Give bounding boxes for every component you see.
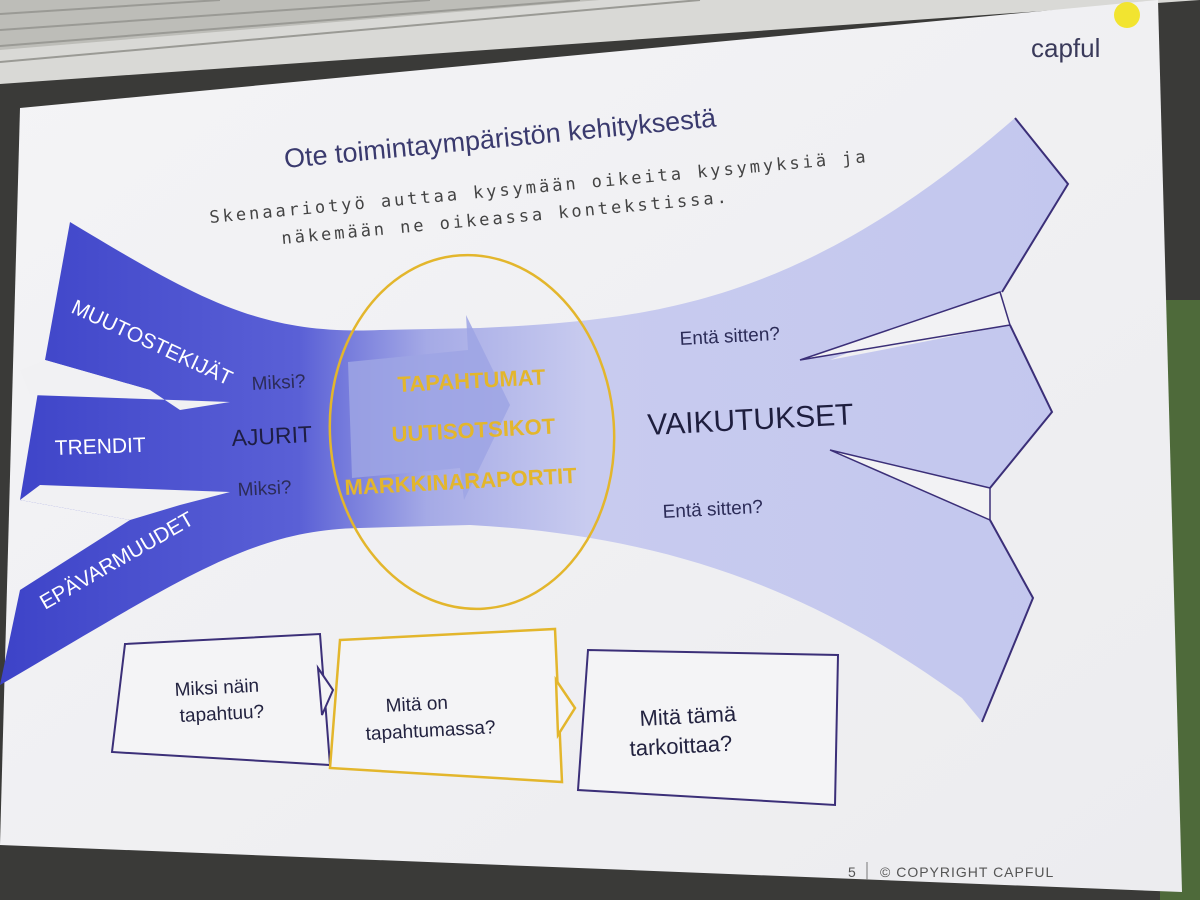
question-box-3: Mitä tämä tarkoittaa? bbox=[576, 648, 840, 807]
ceiling bbox=[0, 0, 1200, 84]
box-3-line-1: Mitä tämä bbox=[639, 701, 738, 731]
output-arrow-outlines bbox=[981, 117, 1070, 723]
ceiling-slats bbox=[0, 0, 701, 63]
label-miksi-bottom: Miksi? bbox=[237, 477, 292, 501]
copyright-text: © COPYRIGHT CAPFUL bbox=[880, 864, 1054, 880]
scenario-funnel bbox=[0, 118, 1068, 722]
box-1-line-1: Miksi näin bbox=[174, 676, 259, 701]
label-enta-bottom: Entä sitten? bbox=[662, 497, 763, 523]
logo-text: capful bbox=[1031, 33, 1100, 63]
box-2-line-1: Mitä on bbox=[385, 693, 448, 717]
events-circle bbox=[328, 253, 616, 611]
label-trendit: TRENDIT bbox=[54, 434, 146, 460]
label-miksi-top: Miksi? bbox=[251, 371, 306, 395]
output-arrow-separators bbox=[799, 291, 1011, 522]
central-arrow bbox=[348, 315, 510, 500]
logo-dot bbox=[1114, 2, 1140, 28]
question-box-2: Mitä on tapahtumassa? bbox=[328, 627, 577, 784]
input-arrow-gaps bbox=[20, 360, 230, 520]
box-3-line-2: tarkoittaa? bbox=[629, 731, 733, 761]
question-box-1: Miksi näin tapahtuu? bbox=[110, 632, 335, 767]
box-1-line-2: tapahtuu? bbox=[179, 702, 265, 727]
page-number: 5 bbox=[848, 864, 857, 880]
label-ajurit: AJURIT bbox=[231, 421, 313, 451]
label-enta-top: Entä sitten? bbox=[679, 324, 780, 350]
capful-logo: capful bbox=[1031, 2, 1140, 63]
